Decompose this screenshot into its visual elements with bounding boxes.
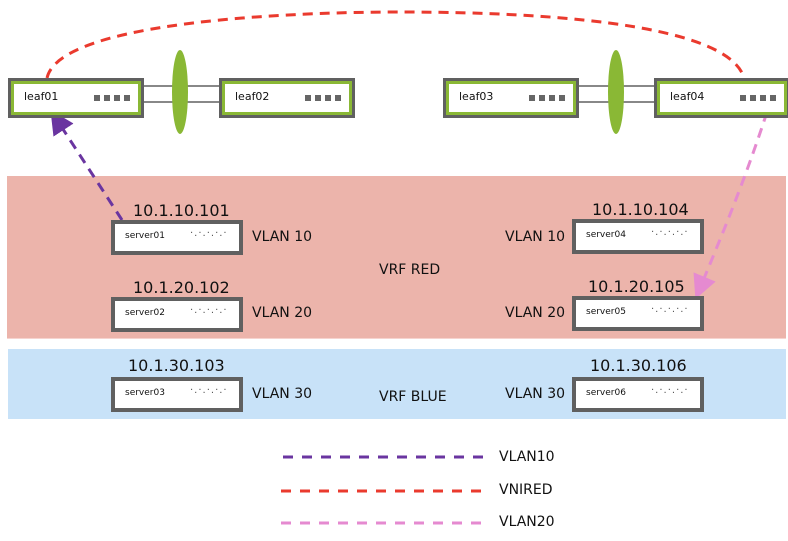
server06-node[interactable]: server06 ·.·.·.·.· (572, 377, 704, 412)
server-ports-icon: ·.·.·.·.· (651, 227, 689, 238)
server06-ip: 10.1.30.106 (590, 356, 687, 375)
server-label: server01 (125, 231, 165, 241)
vrf-red-label: VRF RED (379, 262, 441, 278)
server-label: server05 (586, 307, 626, 317)
leaf02-switch[interactable]: leaf02 (219, 78, 355, 118)
switch-label: leaf01 (24, 90, 59, 103)
legend-label-vlan10: VLAN10 (499, 449, 555, 465)
server-label: server03 (125, 388, 165, 398)
server-ports-icon: ·.·.·.·.· (190, 305, 228, 316)
server04-ip: 10.1.10.104 (592, 200, 689, 219)
switch-ports-icon (529, 95, 565, 101)
server-ports-icon: ·.·.·.·.· (651, 304, 689, 315)
mlag-peer-ellipse-right (608, 50, 624, 134)
server-ports-icon: ·.·.·.·.· (190, 385, 228, 396)
path-vlan10 (50, 109, 124, 221)
switch-label: leaf04 (670, 90, 705, 103)
leaf04-switch[interactable]: leaf04 (654, 78, 788, 118)
leaf01-switch[interactable]: leaf01 (8, 78, 144, 118)
legend-label-vlan20: VLAN20 (499, 514, 555, 530)
server05-vlan: VLAN 20 (505, 305, 566, 321)
server02-ip: 10.1.20.102 (133, 278, 230, 297)
server-ports-icon: ·.·.·.·.· (651, 385, 689, 396)
server01-node[interactable]: server01 ·.·.·.·.· (111, 220, 243, 255)
path-vlan20 (693, 111, 769, 300)
server01-vlan: VLAN 10 (252, 229, 313, 245)
switch-ports-icon (94, 95, 130, 101)
server02-node[interactable]: server02 ·.·.·.·.· (111, 297, 243, 332)
server-ports-icon: ·.·.·.·.· (190, 228, 228, 239)
server03-vlan: VLAN 30 (252, 386, 313, 402)
path-vnired (45, 10, 745, 79)
legend-label-vnired: VNIRED (499, 482, 553, 498)
switch-ports-icon (305, 95, 341, 101)
switch-ports-icon (740, 95, 776, 101)
server04-vlan: VLAN 10 (505, 229, 566, 245)
leaf03-switch[interactable]: leaf03 (443, 78, 579, 118)
switch-label: leaf03 (459, 90, 494, 103)
mlag-peer-ellipse-left (172, 50, 188, 134)
server04-node[interactable]: server04 ·.·.·.·.· (572, 219, 704, 254)
server06-vlan: VLAN 30 (505, 386, 566, 402)
server02-vlan: VLAN 20 (252, 305, 313, 321)
server05-ip: 10.1.20.105 (588, 277, 685, 296)
server03-node[interactable]: server03 ·.·.·.·.· (111, 377, 243, 412)
server01-ip: 10.1.10.101 (133, 201, 230, 220)
server05-node[interactable]: server05 ·.·.·.·.· (572, 296, 704, 331)
server03-ip: 10.1.30.103 (128, 356, 225, 375)
switch-label: leaf02 (235, 90, 270, 103)
server-label: server06 (586, 388, 626, 398)
server-label: server02 (125, 308, 165, 318)
server-label: server04 (586, 230, 626, 240)
vrf-blue-label: VRF BLUE (379, 389, 447, 405)
